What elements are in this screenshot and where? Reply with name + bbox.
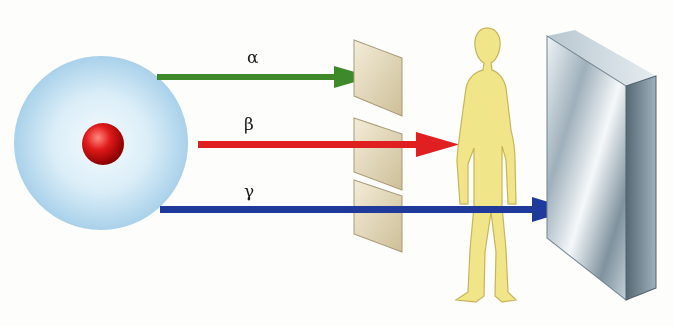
nucleus <box>82 123 124 165</box>
beta-label: β <box>244 115 254 135</box>
gamma-ray-shaft <box>160 206 538 213</box>
block-side-face <box>626 76 656 300</box>
alpha-ray: α <box>157 48 372 88</box>
paper-sheet-bottom <box>354 180 402 252</box>
alpha-ray-shaft <box>157 74 339 80</box>
human-figure-icon <box>456 28 516 302</box>
gamma-label: γ <box>244 182 254 202</box>
alpha-label: α <box>247 48 259 68</box>
atom-icon <box>14 56 188 230</box>
paper-sheet-top <box>354 40 402 116</box>
beta-ray: β <box>198 115 459 157</box>
beta-ray-arrowhead <box>416 132 459 157</box>
beta-ray-shaft <box>198 141 422 148</box>
concrete-block-icon <box>547 30 656 300</box>
paper-sheet-middle <box>354 118 402 190</box>
